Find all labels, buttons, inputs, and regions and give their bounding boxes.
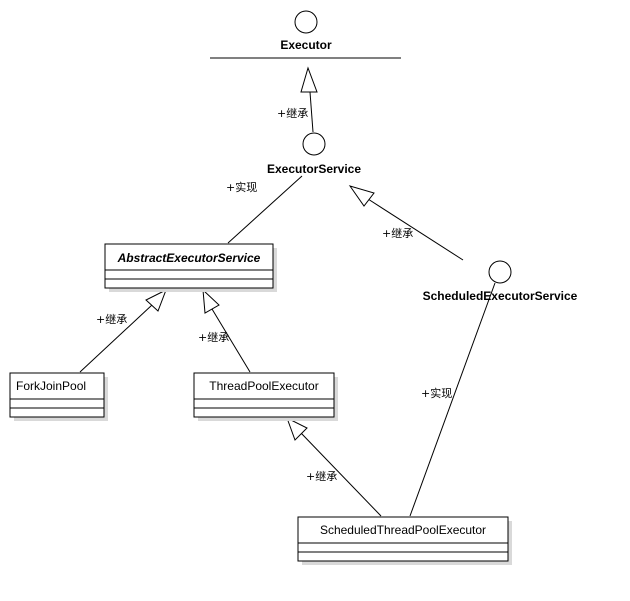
class-thread-pool-executor[interactable]: ThreadPoolExecutor [193, 372, 338, 421]
edge-label: +实现 [226, 180, 257, 194]
inheritance-arrow-icon [145, 288, 167, 312]
inheritance-arrow-icon [286, 416, 308, 441]
edge-thread-pool-extends-abstract: +继承 [198, 288, 251, 373]
interface-name: Executor [280, 38, 332, 52]
interface-name: ScheduledExecutorService [423, 289, 578, 303]
interface-lollipop-icon [488, 260, 512, 284]
edge-scheduled-pool-extends-thread-pool: +继承 [286, 416, 382, 517]
interface-scheduled-executor-service[interactable]: ScheduledExecutorService [423, 260, 578, 303]
edge-label: +继承 [198, 331, 229, 344]
edge-label: +继承 [382, 227, 413, 240]
interface-name: ExecutorService [267, 162, 361, 176]
interface-lollipop-icon [302, 132, 326, 156]
edge-label: +继承 [96, 313, 127, 326]
class-fork-join-pool[interactable]: ForkJoinPool [9, 372, 108, 421]
edge-fork-join-extends-abstract: +继承 [79, 288, 167, 373]
class-name: ForkJoinPool [16, 379, 86, 393]
class-name: AbstractExecutorService [117, 251, 261, 265]
class-name: ThreadPoolExecutor [209, 379, 318, 393]
inheritance-arrow-icon [348, 185, 375, 207]
interface-lollipop-icon [294, 10, 318, 34]
interface-executor[interactable]: Executor [210, 10, 401, 59]
inheritance-arrow-icon [300, 66, 318, 93]
class-scheduled-thread-pool-executor[interactable]: ScheduledThreadPoolExecutor [297, 516, 512, 565]
inheritance-arrow-icon [202, 288, 220, 314]
class-abstract-executor-service[interactable]: AbstractExecutorService [104, 243, 277, 292]
edge-executor-service-extends-executor: +继承 [277, 66, 318, 133]
interface-executor-service[interactable]: ExecutorService [267, 132, 361, 176]
edge-label: +继承 [277, 107, 308, 120]
edge-scheduled-service-extends-executor-service: +继承 [348, 185, 464, 261]
edge-abstract-implements-executor-service: +实现 [226, 175, 303, 244]
class-name: ScheduledThreadPoolExecutor [320, 523, 486, 537]
edge-scheduled-pool-implements-scheduled-service: +实现 [409, 282, 496, 517]
edge-label: +继承 [306, 470, 337, 483]
edge-label: +实现 [421, 386, 452, 400]
